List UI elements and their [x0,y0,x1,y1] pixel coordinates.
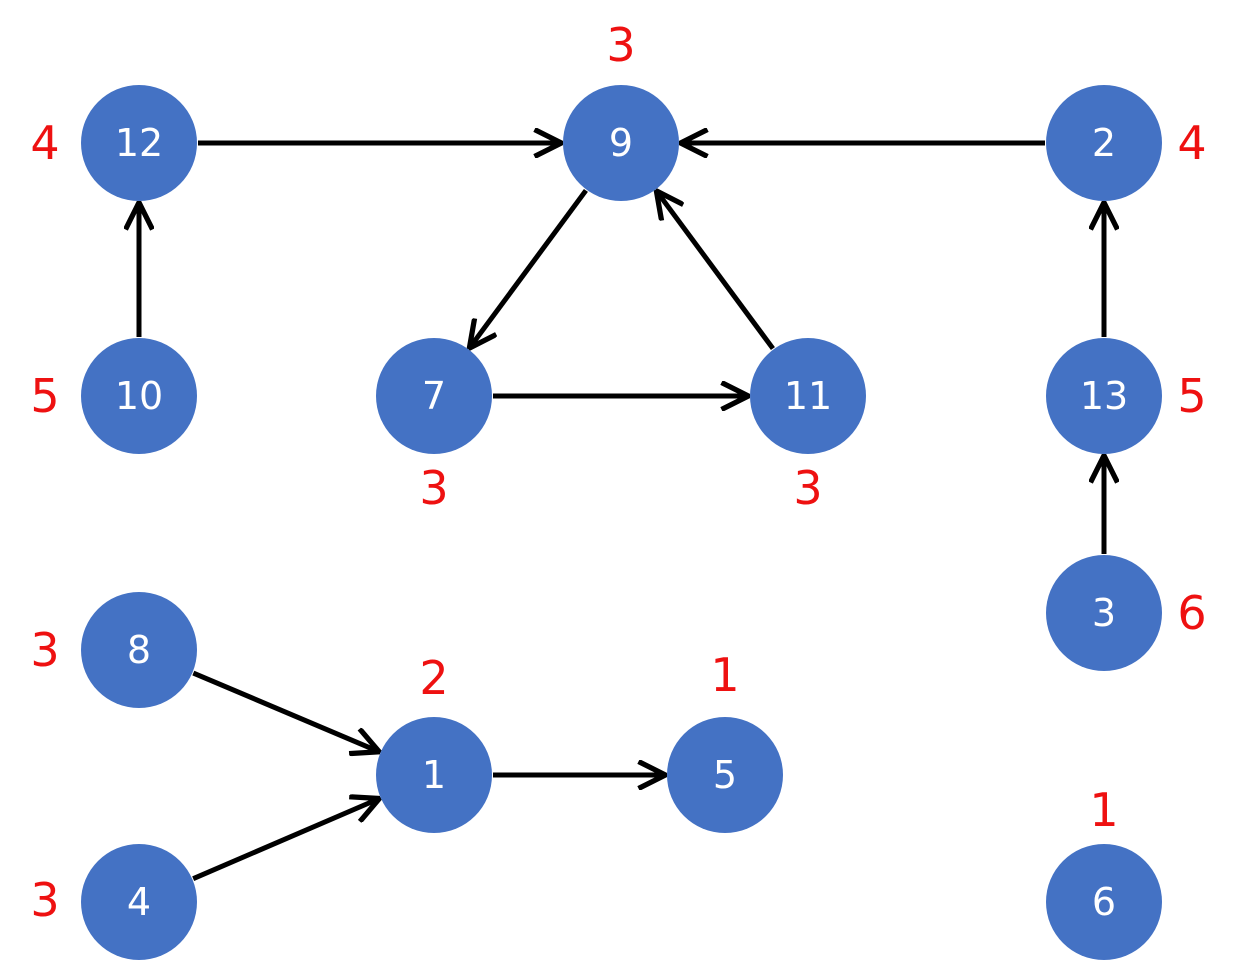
node-label: 10 [115,374,163,418]
node-circle [81,338,197,454]
node-weight-label: 3 [30,623,59,677]
node-circle [1046,85,1162,201]
node-label: 11 [784,374,832,418]
node-circle [81,844,197,960]
edge-4-to-1 [192,799,378,881]
node-weight-label: 5 [30,369,59,423]
node-7: 73 [376,338,492,515]
node-circle [1046,844,1162,960]
node-weight-label: 3 [793,461,822,515]
node-label: 6 [1092,880,1116,924]
edge-9-to-7 [470,188,588,346]
node-weight-label: 3 [419,461,448,515]
node-circle [1046,555,1162,671]
edge-11-to-9 [657,192,775,351]
node-weight-label: 4 [1177,116,1206,170]
node-12: 12 4 [30,85,197,201]
node-label: 4 [127,880,151,924]
node-6: 61 [1046,783,1162,960]
node-circle [667,717,783,833]
node-13: 13 5 [1046,338,1207,454]
edges-layer [139,143,1104,881]
node-circle [81,592,197,708]
node-weight-label: 5 [1177,369,1206,423]
node-label: 13 [1080,374,1128,418]
node-circle [1046,338,1162,454]
node-label: 8 [127,628,151,672]
node-10: 10 5 [30,338,197,454]
node-label: 5 [713,753,737,797]
node-weight-label: 4 [30,116,59,170]
node-weight-label: 6 [1177,586,1206,640]
node-circle [750,338,866,454]
node-5: 51 [667,648,783,833]
node-label: 7 [422,374,446,418]
node-circle [376,717,492,833]
node-9: 93 [563,18,679,201]
node-label: 3 [1092,591,1116,635]
node-8: 83 [30,592,197,708]
node-label: 9 [609,121,633,165]
node-weight-label: 1 [1089,783,1118,837]
node-circle [376,338,492,454]
node-weight-label: 3 [30,873,59,927]
node-11: 11 3 [750,338,866,515]
node-weight-label: 2 [419,651,448,705]
node-weight-label: 3 [606,18,635,72]
edge-8-to-1 [192,670,378,751]
node-label: 2 [1092,121,1116,165]
node-circle [81,85,197,201]
node-4: 43 [30,844,197,960]
node-label: 12 [115,121,163,165]
node-weight-label: 1 [710,648,739,702]
node-circle [563,85,679,201]
node-label: 1 [422,753,446,797]
node-1: 12 [376,651,492,833]
